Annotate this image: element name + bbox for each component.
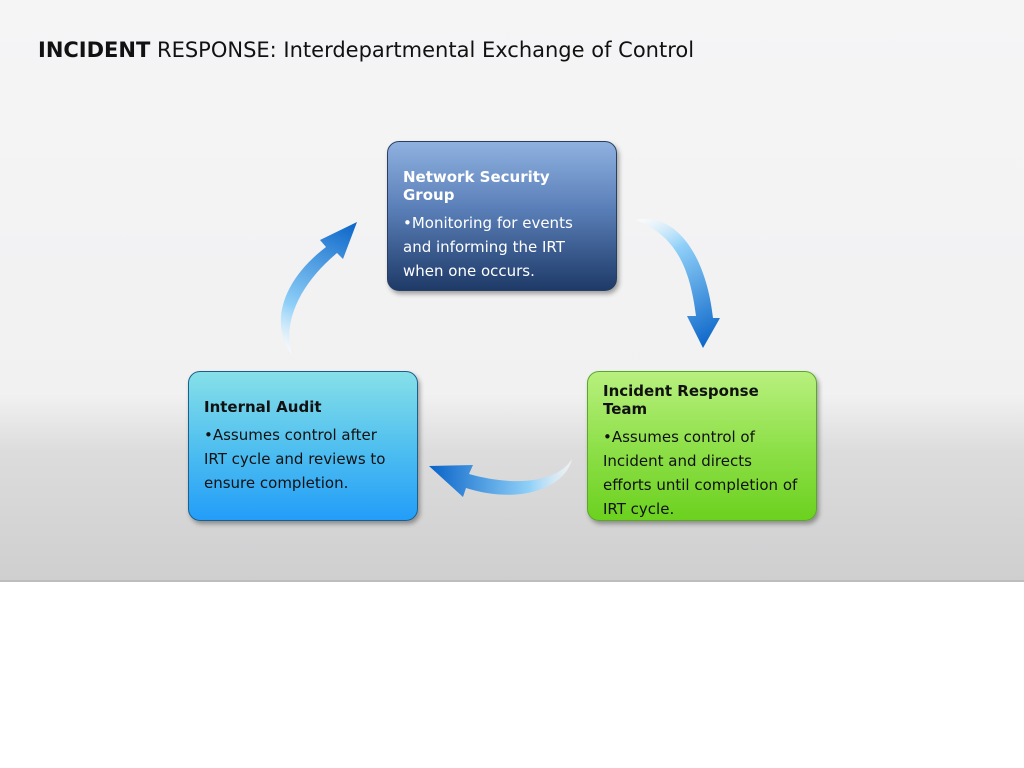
slide-title: INCIDENT RESPONSE: Interdepartmental Exc…: [38, 38, 694, 62]
node-incident-response-team: Incident Response Team •Assumes control …: [587, 371, 817, 521]
node-heading: Network Security Group: [403, 168, 550, 204]
node-internal-audit: Internal Audit •Assumes control after IR…: [188, 371, 418, 521]
title-rest: RESPONSE: Interdepartmental Exchange of …: [150, 38, 695, 62]
node-network-security-group: Network Security Group •Monitoring for e…: [387, 141, 617, 291]
node-text: •Assumes control of Incident and directs…: [603, 428, 798, 518]
node-text: •Monitoring for events and informing the…: [403, 214, 573, 280]
title-bold: INCIDENT: [38, 38, 151, 62]
node-heading: Internal Audit: [204, 398, 322, 416]
arrow-ia-to-nsg: [280, 222, 357, 355]
node-heading: Incident Response Team: [603, 382, 759, 418]
arrow-nsg-to-irt: [636, 219, 720, 348]
arrow-irt-to-ia: [429, 459, 572, 497]
node-text: •Assumes control after IRT cycle and rev…: [204, 426, 386, 492]
